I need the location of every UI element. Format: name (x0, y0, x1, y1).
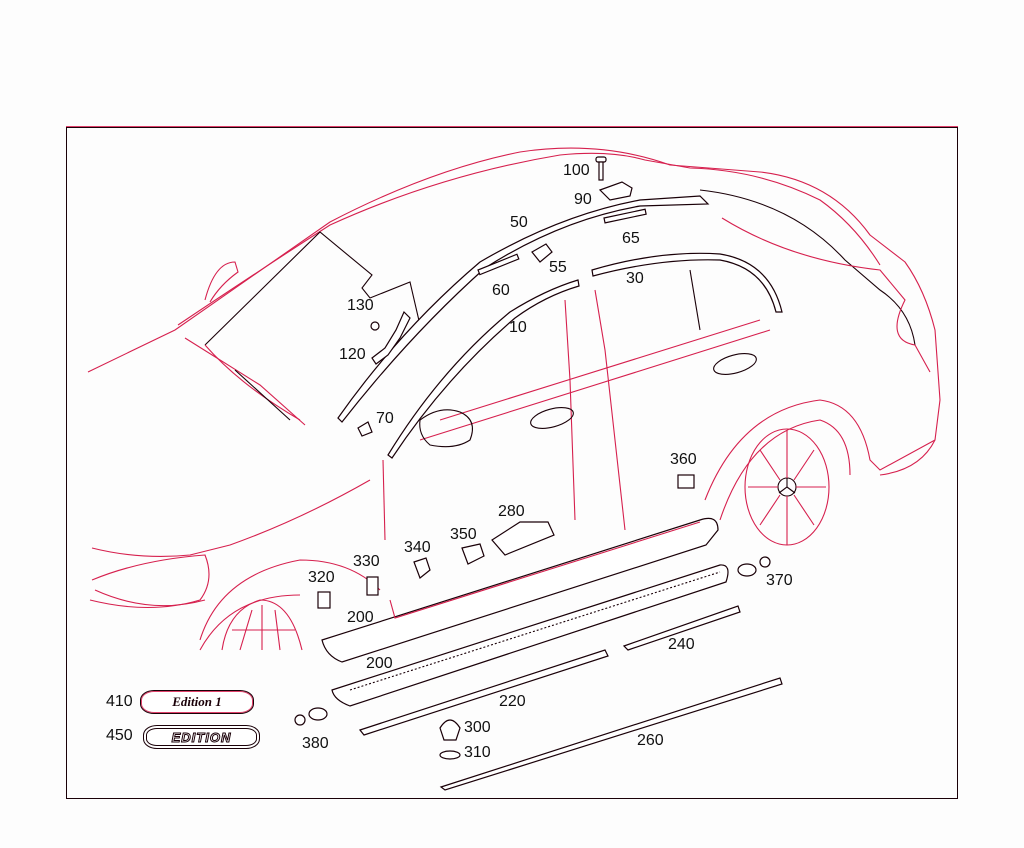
callout-emblem-edition[interactable]: 450 (106, 727, 133, 744)
grommet-130[interactable] (370, 321, 380, 331)
callout-sill-clip-b[interactable]: 340 (404, 539, 431, 556)
sill-bracket-280[interactable] (491, 521, 555, 556)
sill-clip-350[interactable] (461, 543, 485, 565)
callout-molding-insert-front[interactable]: 60 (492, 282, 510, 299)
side-mirror (419, 409, 473, 448)
callout-washer[interactable]: 310 (464, 744, 491, 761)
emblem-text: Edition 1 (172, 694, 222, 709)
bracket-120[interactable] (371, 310, 411, 365)
roof-molding-50[interactable] (337, 195, 710, 423)
callout-grommet[interactable]: 130 (347, 297, 374, 314)
clip-nut-300[interactable] (439, 719, 461, 741)
molding-insert-60[interactable] (477, 253, 520, 276)
callout-side-sill-panel-lower[interactable]: 200 (366, 655, 393, 672)
callout-push-rivet-rear[interactable]: 370 (766, 572, 793, 589)
sill-clip-340[interactable] (413, 557, 431, 579)
callout-molding-insert-rear[interactable]: 65 (622, 230, 640, 247)
callout-lower-sill-trim[interactable]: 260 (637, 732, 664, 749)
clip-55[interactable] (531, 243, 553, 263)
rear-door-frame-trim-30[interactable] (591, 252, 783, 313)
car-body-outline (87, 147, 941, 651)
callout-sill-bracket[interactable]: 280 (498, 503, 525, 520)
trim-strip-220[interactable] (358, 649, 609, 736)
callout-roof-rail-clip[interactable]: 90 (574, 191, 592, 208)
callout-sill-clip-a[interactable]: 350 (450, 526, 477, 543)
callout-molding-clip[interactable]: 55 (549, 259, 567, 276)
callout-trim-strip-front[interactable]: 220 (499, 693, 526, 710)
callout-side-sill-panel-upper[interactable]: 200 (347, 609, 374, 626)
emblem-edition-badge[interactable]: EDITION (143, 725, 260, 749)
push-rivet-380[interactable] (294, 707, 328, 726)
trim-strip-240[interactable] (622, 605, 741, 651)
callout-sill-clip-c[interactable]: 330 (353, 553, 380, 570)
callout-roof-molding[interactable]: 50 (510, 214, 528, 231)
callout-trim-strip-rear[interactable]: 240 (668, 636, 695, 653)
push-rivet-370[interactable] (737, 556, 771, 577)
callout-screw[interactable]: 100 (563, 162, 590, 179)
side-sill-panel-upper-200[interactable] (321, 517, 719, 663)
callout-clip-nut[interactable]: 300 (464, 719, 491, 736)
callout-push-rivet-front[interactable]: 380 (302, 735, 329, 752)
callout-a-pillar-bracket[interactable]: 120 (339, 346, 366, 363)
front-door-handle (530, 407, 574, 429)
screw-100[interactable] (595, 156, 607, 181)
front-door-frame-trim-10[interactable] (387, 279, 580, 459)
callout-end-clip[interactable]: 70 (376, 410, 394, 427)
emblem-edition-1-badge[interactable]: Edition 1 (140, 690, 254, 714)
clip-360[interactable] (677, 474, 695, 489)
sill-clip-330[interactable] (366, 576, 379, 596)
callout-sill-clip-d[interactable]: 320 (308, 569, 335, 586)
clip-90[interactable] (598, 181, 633, 201)
washer-310[interactable] (439, 750, 461, 760)
front-wheel (221, 599, 303, 651)
molding-insert-65[interactable] (603, 208, 647, 224)
lower-sill-trim-260[interactable] (439, 677, 783, 791)
callout-emblem-edition-1[interactable]: 410 (106, 693, 133, 710)
callout-rear-door-frame-trim[interactable]: 30 (626, 270, 644, 287)
rear-door-handle (713, 353, 757, 375)
rear-wheel (744, 428, 830, 546)
callout-clip-rear[interactable]: 360 (670, 451, 697, 468)
sill-clip-320[interactable] (317, 591, 331, 609)
clip-70[interactable] (357, 421, 373, 437)
callout-front-door-frame-trim[interactable]: 10 (509, 319, 527, 336)
emblem-text: EDITION (171, 729, 232, 745)
side-sill-panel-lower-200[interactable] (331, 564, 729, 707)
